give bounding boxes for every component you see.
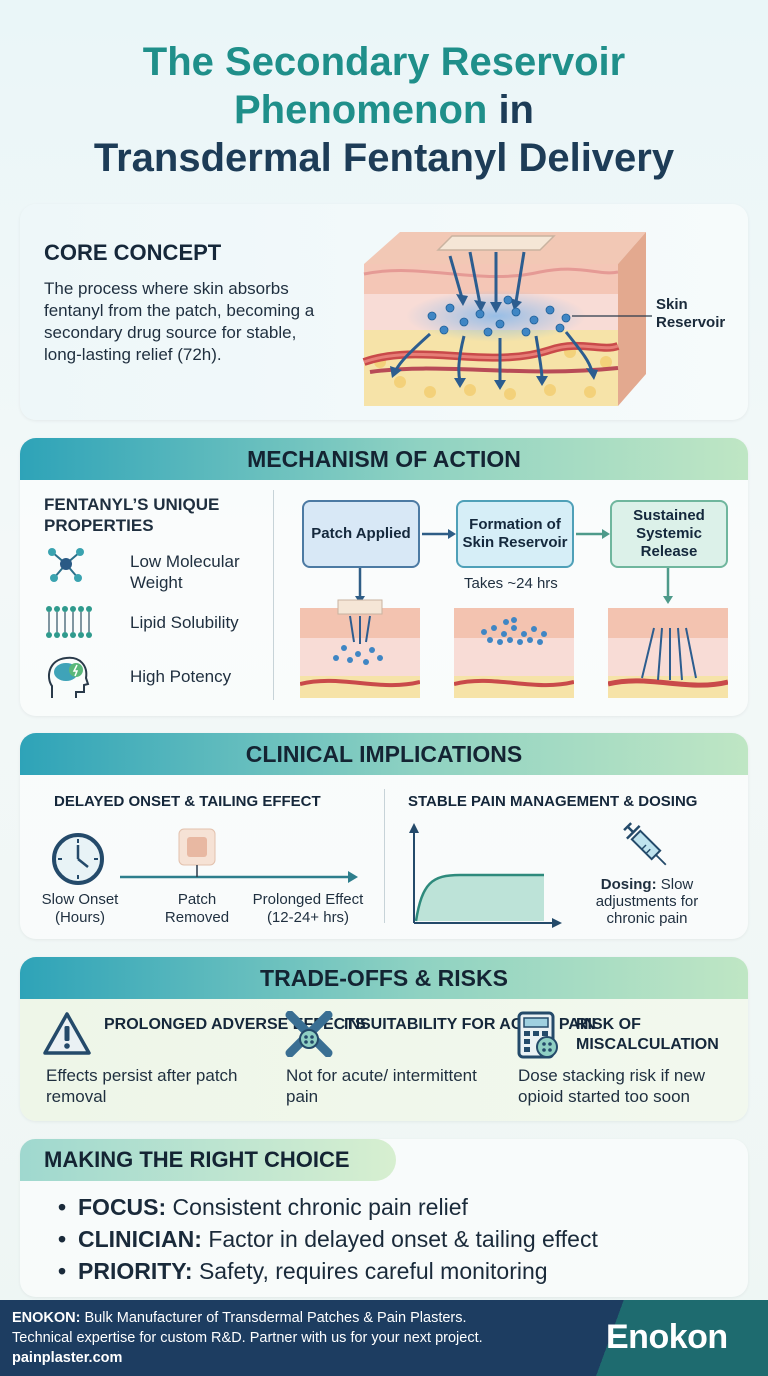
property-low-molecular-weight: Low Molecular Weight <box>44 542 284 592</box>
choice-bullet-focus: FOCUS: Consistent chronic pain relief <box>58 1193 468 1221</box>
patch-removed-line-2: Removed <box>164 909 230 926</box>
property-label: High Potency <box>130 667 232 686</box>
choice-bullet-priority: PRIORITY: Safety, requires careful monit… <box>58 1257 548 1285</box>
syringe-icon <box>623 822 667 866</box>
lipid-bilayer-icon <box>46 606 92 638</box>
slow-onset-line-1: Slow Onset <box>41 891 119 908</box>
footer-brand: ENOKON: <box>12 1310 81 1326</box>
risk-text-insuitability: Not for acute/ intermittent pain <box>286 1066 477 1106</box>
mini-skin-reservoir <box>454 608 574 698</box>
prolonged-effect-line-2: (12-24+ hrs) <box>266 909 350 926</box>
bullet-label: CLINICIAN: <box>78 1226 202 1252</box>
prolonged-effect-label: Prolonged Effect (12-24+ hrs) <box>240 891 376 927</box>
mechanism-heading: MECHANISM OF ACTION <box>20 438 748 480</box>
skin-reservoir-label-line-1: Skin <box>656 296 688 313</box>
bullet-text: Factor in delayed onset & tailing effect <box>201 1226 598 1252</box>
bullet-text: Safety, requires careful monitoring <box>192 1258 548 1284</box>
choice-heading: MAKING THE RIGHT CHOICE <box>20 1139 396 1181</box>
slow-onset-label: Slow Onset (Hours) <box>30 891 130 927</box>
clinical-heading: CLINICAL IMPLICATIONS <box>20 733 748 775</box>
delayed-onset-heading: DELAYED ONSET & TAILING EFFECT <box>54 793 321 810</box>
clinical-divider <box>384 789 385 923</box>
mechanism-card: MECHANISM OF ACTION FENTANYL’S UNIQUE PR… <box>20 438 748 716</box>
prolonged-effect-line-1: Prolonged Effect <box>252 891 364 908</box>
core-concept-heading: CORE CONCEPT <box>44 240 222 265</box>
dosing-note: Dosing: Slow adjustments for chronic pai… <box>582 876 712 927</box>
takes-24-hrs-label: Takes ~24 hrs <box>464 575 558 592</box>
choice-bullet-clinician: CLINICIAN: Factor in delayed onset & tai… <box>58 1225 598 1253</box>
step-sustained-systemic-release: Sustained Systemic Release <box>610 500 728 568</box>
step-arrows <box>355 529 673 604</box>
footer-url[interactable]: painplaster.com <box>12 1350 123 1366</box>
core-concept-card: CORE CONCEPT The process where skin abso… <box>20 204 748 420</box>
footer-line-1: Bulk Manufacturer of Transdermal Patches… <box>80 1310 467 1326</box>
footer-logo-background <box>586 1300 768 1376</box>
enokon-logo: Enokon <box>606 1318 728 1356</box>
tradeoffs-card: TRADE-OFFS & RISKS PROLONGED ADVERSE EFF… <box>20 957 748 1121</box>
mini-skin-systemic-release <box>608 608 728 698</box>
skin-reservoir-label-line-2: Reservoir <box>656 314 726 331</box>
stable-level-graph <box>409 823 562 928</box>
property-high-potency: High Potency <box>44 652 284 698</box>
title-line-2b: in <box>487 88 534 132</box>
calculator-icon <box>517 1011 558 1059</box>
property-label: Low Molecular Weight <box>130 552 240 592</box>
bullet-label: PRIORITY: <box>78 1258 193 1284</box>
bullet-text: Consistent chronic pain relief <box>166 1194 468 1220</box>
patch-removed-label: Patch Removed <box>152 891 242 927</box>
choice-card: MAKING THE RIGHT CHOICE FOCUS: Consisten… <box>20 1139 748 1297</box>
brain-icon <box>48 656 90 698</box>
bullet-label: FOCUS: <box>78 1194 167 1220</box>
mechanism-divider <box>273 490 274 700</box>
skin-cross-section-illustration <box>362 232 652 406</box>
dosing-text: Slow adjustments for chronic pain <box>595 876 699 927</box>
cross-icon <box>285 1011 333 1057</box>
step-formation-skin-reservoir: Formation of Skin Reservoir <box>456 500 574 568</box>
core-concept-text: The process where skin absorbs fentanyl … <box>44 279 315 364</box>
clinical-graphics <box>52 822 667 928</box>
title-line-3: Transdermal Fentanyl Delivery <box>93 136 675 180</box>
title-line-2a: Phenomenon <box>233 88 488 132</box>
tradeoffs-heading: TRADE-OFFS & RISKS <box>20 957 748 999</box>
slow-onset-line-2: (Hours) <box>54 909 105 926</box>
properties-heading: FENTANYL’S UNIQUE PROPERTIES <box>44 495 220 535</box>
dosing-label: Dosing: <box>600 876 657 893</box>
risk-text-prolonged: Effects persist after patch removal <box>46 1066 238 1106</box>
property-lipid-solubility: Lipid Solubility <box>44 604 284 650</box>
mini-skin-patch-applied <box>300 599 420 698</box>
risk-title-miscalculation: RISK OF MISCALCULATION <box>576 1016 719 1053</box>
skin-reservoir-label: Skin Reservoir <box>656 296 725 332</box>
step-patch-applied: Patch Applied <box>302 500 420 568</box>
footer: ENOKON: Bulk Manufacturer of Transdermal… <box>0 1300 768 1376</box>
property-label: Lipid Solubility <box>130 613 239 632</box>
molecule-icon <box>48 548 84 582</box>
page-title: The Secondary Reservoir Phenomenon in Tr… <box>0 38 768 182</box>
warning-icon <box>43 1012 91 1055</box>
risk-text-miscalculation: Dose stacking risk if new opioid started… <box>518 1066 706 1106</box>
title-line-1: The Secondary Reservoir <box>142 40 626 84</box>
clinical-card: CLINICAL IMPLICATIONS DELAYED ONSET & TA… <box>20 733 748 939</box>
footer-text: ENOKON: Bulk Manufacturer of Transdermal… <box>12 1308 592 1368</box>
footer-line-2: Technical expertise for custom R&D. Part… <box>12 1330 483 1346</box>
clock-icon <box>52 833 104 885</box>
stable-pain-heading: STABLE PAIN MANAGEMENT & DOSING <box>408 793 698 810</box>
patch-removed-line-1: Patch <box>177 891 217 908</box>
